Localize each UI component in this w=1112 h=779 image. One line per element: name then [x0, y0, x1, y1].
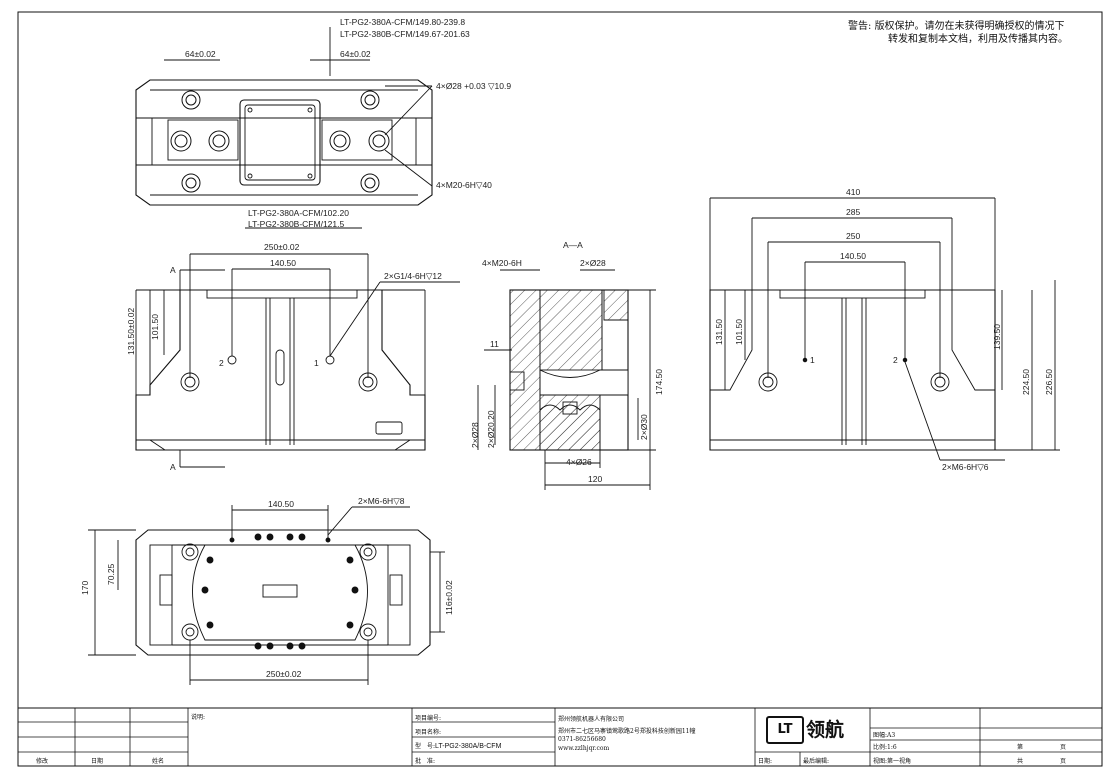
- title-block: [17, 707, 1103, 767]
- section-height-174: 174.50: [654, 369, 664, 395]
- tb-scale-label: 比例:: [873, 744, 888, 751]
- side-thread-callout: 2×M6-6H▽6: [942, 462, 989, 472]
- company-logo: LT 领航: [766, 714, 861, 744]
- side-view: [709, 197, 1060, 461]
- tb-model: 型 号:LT-PG2-380A/B-CFM: [415, 741, 501, 750]
- tb-scale-value: 1:6: [887, 744, 897, 751]
- side-port1: 1: [810, 355, 815, 365]
- front-section-mark-bottom: A: [170, 462, 176, 472]
- tb-sheet-label: 图幅:: [873, 732, 888, 739]
- side-h-101: 101.50: [734, 319, 744, 345]
- section-dia-26: 4×Ø26: [566, 457, 592, 467]
- top-view: [135, 27, 433, 229]
- tb-total-label: 共: [1017, 758, 1024, 765]
- side-dim-285: 285: [846, 207, 860, 217]
- tb-date: 日期: [91, 758, 104, 765]
- front-height-101: 101.50: [150, 314, 160, 340]
- section-dia-28: 2×Ø28: [470, 422, 480, 448]
- side-dim-250: 250: [846, 231, 860, 241]
- tb-view-label: 视图:: [873, 758, 888, 765]
- bottom-dim-250: 250±0.02: [266, 669, 302, 679]
- tb-modify: 修改: [36, 758, 49, 765]
- side-dim-410: 410: [846, 187, 860, 197]
- tb-scale: 比例:1:6: [873, 742, 897, 751]
- tb-view-value: 第一视角: [887, 758, 912, 765]
- notice-label: 警告:: [848, 21, 872, 32]
- bottom-dim-116: 116±0.02: [444, 580, 454, 615]
- notice-line1: 版权保护。请勿在未获得明确授权的情况下: [874, 21, 1065, 32]
- tb-website: www.zzlhjqr.com: [558, 745, 610, 752]
- section-width-120: 120: [588, 474, 602, 484]
- front-port1-label: 1: [314, 358, 319, 368]
- tb-project-name: 项目名称:: [415, 729, 442, 736]
- bottom-dim-140: 140.50: [268, 499, 294, 509]
- bottom-view: [88, 505, 445, 685]
- tb-address: 郑州市二七区马寨镇莺歌路2号郑投科技创新园11幢: [558, 728, 696, 735]
- section-title: A—A: [563, 240, 583, 250]
- section-thread: 4×M20-6H: [482, 258, 522, 268]
- tb-page-unit: 页: [1060, 744, 1067, 751]
- front-dim-250: 250±0.02: [264, 242, 300, 252]
- logo-cn-text: 领航: [806, 719, 845, 741]
- top-stroke-a: LT-PG2-380A-CFM/102.20: [248, 208, 349, 218]
- tb-view: 视图:第一视角: [873, 756, 911, 765]
- tb-date-label: 日期:: [758, 758, 773, 765]
- tb-sheet-value: A3: [887, 732, 896, 739]
- top-dim-b: LT-PG2-380B-CFM/149.67-201.63: [340, 29, 470, 39]
- side-h-224: 224.50: [1021, 369, 1031, 395]
- side-h-131: 131.50: [714, 319, 724, 345]
- tb-last-edit: 最后编辑:: [803, 758, 830, 765]
- tb-page-label: 第: [1017, 744, 1024, 751]
- front-view: [135, 253, 460, 468]
- front-port-callout: 2×G1/4-6H▽12: [384, 271, 442, 281]
- notice-line2: 转发和复制本文档，利用及传播其内容。: [888, 34, 1068, 45]
- bottom-dim-70: 70.25: [106, 563, 116, 585]
- tb-model-value: LT-PG2-380A/B-CFM: [435, 743, 502, 750]
- tb-name: 姓名: [152, 758, 165, 765]
- tb-model-label: 型 号:: [415, 743, 436, 750]
- tb-phone: 0371-86256680: [558, 736, 606, 743]
- top-stroke-b: LT-PG2-380B-CFM/121.5: [248, 219, 344, 229]
- side-h-139: 139.50: [992, 324, 1002, 350]
- section-bore: 2×Ø28: [580, 258, 606, 268]
- tb-project-no: 项目编号:: [415, 715, 442, 722]
- section-view: [477, 269, 656, 490]
- top-thread-callout: 4×M20-6H▽40: [436, 180, 492, 190]
- bottom-dim-170: 170: [80, 581, 90, 595]
- side-h-226: 226.50: [1044, 369, 1054, 395]
- front-section-mark-top: A: [170, 265, 176, 275]
- tb-total-unit: 页: [1060, 758, 1067, 765]
- front-port2-label: 2: [219, 358, 224, 368]
- logo-lt-badge: LT: [766, 716, 804, 744]
- section-dia-30: 2×Ø30: [639, 414, 649, 440]
- section-dim-11: 11: [490, 339, 499, 349]
- tb-sheet: 图幅:A3: [873, 730, 895, 739]
- top-pitch-left: 64±0.02: [185, 49, 216, 59]
- side-port2: 2: [893, 355, 898, 365]
- copyright-notice: 警告: 版权保护。请勿在未获得明确授权的情况下 转发和复制本文档，利用及传播其内…: [848, 20, 1068, 46]
- tb-company: 郑州领航机器人有限公司: [558, 716, 625, 723]
- front-dim-140: 140.50: [270, 258, 296, 268]
- dimension-labels: LT-PG2-380A-CFM/149.80-239.8 LT-PG2-380B…: [80, 17, 1054, 679]
- side-dim-140: 140.50: [840, 251, 866, 261]
- tb-approve: 批 准:: [415, 758, 436, 765]
- top-dim-a: LT-PG2-380A-CFM/149.80-239.8: [340, 17, 465, 27]
- section-dia-20: 2×Ø20.20: [486, 410, 496, 448]
- front-height-131: 131.50±0.02: [126, 308, 136, 355]
- top-pitch-right: 64±0.02: [340, 49, 371, 59]
- bottom-thread-callout: 2×M6-6H▽8: [358, 496, 405, 506]
- tb-note-label: 说明:: [191, 714, 206, 721]
- top-hole-callout: 4×Ø28 +0.03 ▽10.9: [436, 81, 511, 91]
